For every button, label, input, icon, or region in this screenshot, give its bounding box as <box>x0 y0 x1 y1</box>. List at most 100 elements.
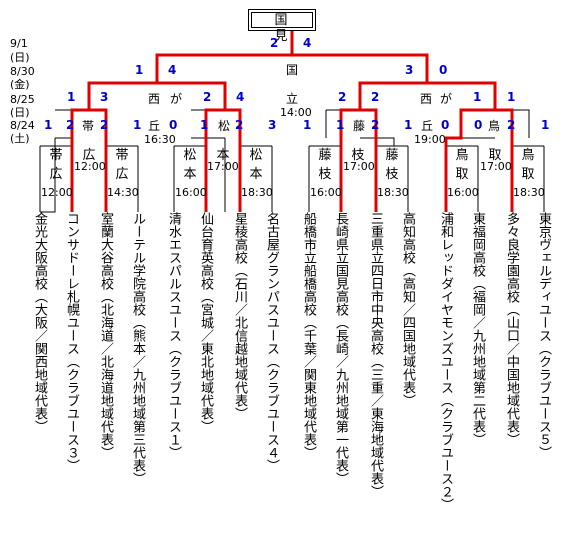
team-4: ルーテル学院高校（熊本／九州地域第三代表） <box>130 212 146 485</box>
team-name: 東福岡高校 <box>470 212 485 277</box>
venue-final: 国 <box>286 63 299 77</box>
r16-venue-10: 鳥取 <box>455 148 469 182</box>
score-r16-9: 1 <box>303 118 312 132</box>
team-9: 船橋市立船橋高校（千葉／関東地域代表） <box>301 212 317 459</box>
date-qf-day: (日) <box>10 106 30 119</box>
team-15: 多々良学園高校（山口／中国地域代表） <box>504 212 520 446</box>
r16-venue-5: 本 <box>216 148 230 163</box>
r16-venue-6: 松本 <box>249 148 263 182</box>
team-name: 高知高校 <box>400 212 415 264</box>
r16-venue-7: 藤枝 <box>318 148 332 182</box>
team-13: 浦和レッドダイヤモンズユース（クラブユース２） <box>438 212 454 511</box>
r16-venue-11: 取 <box>488 148 502 163</box>
team-name: 多々良学園高校 <box>504 212 519 303</box>
score-qf-5: 2 <box>338 90 347 104</box>
score-r16-8: 3 <box>268 118 277 132</box>
r16-time-9: 18:30 <box>377 186 409 199</box>
team-10: 長崎県立国見高校（長崎／九州地域第一代表） <box>333 212 349 485</box>
time-sf-right: 19:00 <box>414 133 446 146</box>
team-region: （宮城／東北地域代表） <box>198 290 213 433</box>
score-qf-7: 1 <box>473 90 482 104</box>
team-16: 東京ヴェルディユース（クラブユース５） <box>536 212 552 459</box>
score-sf-c: 3 <box>405 63 414 77</box>
r16-time-10: 16:00 <box>447 186 479 199</box>
team-region: （山口／中国地域代表） <box>504 303 519 446</box>
score-final-left: 2 <box>270 36 279 50</box>
score-qf-2: 3 <box>100 90 109 104</box>
team-name: 三重県立四日市中央高校 <box>368 212 383 355</box>
team-name: 長崎県立国見高校 <box>333 212 348 316</box>
r16-time-1: 12:00 <box>41 186 73 199</box>
team-region: （クラブユース２） <box>438 394 453 511</box>
score-qf-1: 1 <box>67 90 76 104</box>
r16-venue-12: 鳥取 <box>521 148 535 182</box>
team-region: （クラブユース３） <box>64 355 79 472</box>
team-14: 東福岡高校（福岡／九州地域第二代表） <box>470 212 486 446</box>
r16-time-3: 14:30 <box>107 186 139 199</box>
r16-time-5: 17:00 <box>207 160 239 173</box>
r16-venue-1: 帯広 <box>49 148 63 182</box>
r16-venue-3: 帯広 <box>115 148 129 182</box>
score-qf-4: 4 <box>236 90 245 104</box>
team-name: 名古屋グランパスユース <box>264 212 279 355</box>
score-qf-3: 2 <box>203 90 212 104</box>
r16-venue-9: 藤枝 <box>385 148 399 182</box>
venue-sf-mid: 立 <box>286 92 299 106</box>
score-sf-b: 4 <box>168 63 177 77</box>
team-region: （千葉／関東地域代表） <box>301 316 316 459</box>
time-sf-left: 16:30 <box>144 133 176 146</box>
team-name: 金光大阪高校 <box>32 212 47 290</box>
team-region: （熊本／九州地域第三代表） <box>130 316 145 485</box>
venue-r16-right-b: 鳥 <box>488 119 501 133</box>
team-region: （クラブユース４） <box>264 355 279 472</box>
score-r16-16: 1 <box>541 118 550 132</box>
team-name: 清水エスパルスユース <box>166 212 181 342</box>
champion-name: 国 見 <box>251 12 313 44</box>
date-final-day: (日) <box>10 51 30 64</box>
venue-sf-left-b: が <box>170 92 183 106</box>
score-r16-1: 1 <box>44 118 53 132</box>
score-r16-2: 2 <box>66 118 75 132</box>
team-region: （大阪／関西地域代表） <box>32 290 47 433</box>
venue-sf-left-a: 西 <box>148 92 161 106</box>
venue-sf-right-b: が <box>440 92 453 106</box>
r16-venue-4: 松本 <box>183 148 197 182</box>
team-region: （福岡／九州地域第二代表） <box>470 277 485 446</box>
team-5: 清水エスパルスユース（クラブユース１） <box>166 212 182 459</box>
r16-time-11: 17:00 <box>480 160 512 173</box>
score-final-right: 4 <box>303 36 312 50</box>
date-r16: 8/24 <box>10 119 35 132</box>
team-name: ルーテル学院高校 <box>130 212 145 316</box>
team-12: 高知高校（高知／四国地域代表） <box>400 212 416 407</box>
venue-r16-left: 帯 <box>82 119 95 133</box>
r16-time-7: 16:00 <box>310 186 342 199</box>
venue-r16-mid: 松 <box>218 119 231 133</box>
score-r16-6: 1 <box>200 118 209 132</box>
team-name: 星稜高校 <box>232 212 247 264</box>
team-name: 浦和レッドダイヤモンズユース <box>438 212 453 394</box>
team-region: （三重／東海地域代表） <box>368 355 383 498</box>
r16-time-6: 18:30 <box>241 186 273 199</box>
score-r16-7: 2 <box>235 118 244 132</box>
r16-time-8: 17:00 <box>343 160 375 173</box>
date-r16-day: (土) <box>10 132 30 145</box>
team-2: コンサドーレ札幌ユース（クラブユース３） <box>64 212 80 472</box>
score-r16-5: 0 <box>169 118 178 132</box>
score-qf-8: 1 <box>507 90 516 104</box>
date-final: 9/1 <box>10 37 28 50</box>
score-sf-a: 1 <box>135 63 144 77</box>
score-qf-6: 2 <box>371 90 380 104</box>
team-name: 東京ヴェルディユース <box>536 212 551 342</box>
team-region: （高知／四国地域代表） <box>400 264 415 407</box>
score-r16-15: 2 <box>507 118 516 132</box>
time-sf-mid: 14:00 <box>280 106 312 119</box>
team-3: 室蘭大谷高校（北海道／北海道地域代表） <box>98 212 114 459</box>
r16-time-4: 16:00 <box>175 186 207 199</box>
team-region: （クラブユース５） <box>536 342 551 459</box>
team-6: 仙台育英高校（宮城／東北地域代表） <box>198 212 214 433</box>
team-region: （クラブユース１） <box>166 342 181 459</box>
venue-sf-left-c: 丘 <box>148 119 161 133</box>
r16-time-12: 18:30 <box>513 186 545 199</box>
venue-sf-right-a: 西 <box>420 92 433 106</box>
